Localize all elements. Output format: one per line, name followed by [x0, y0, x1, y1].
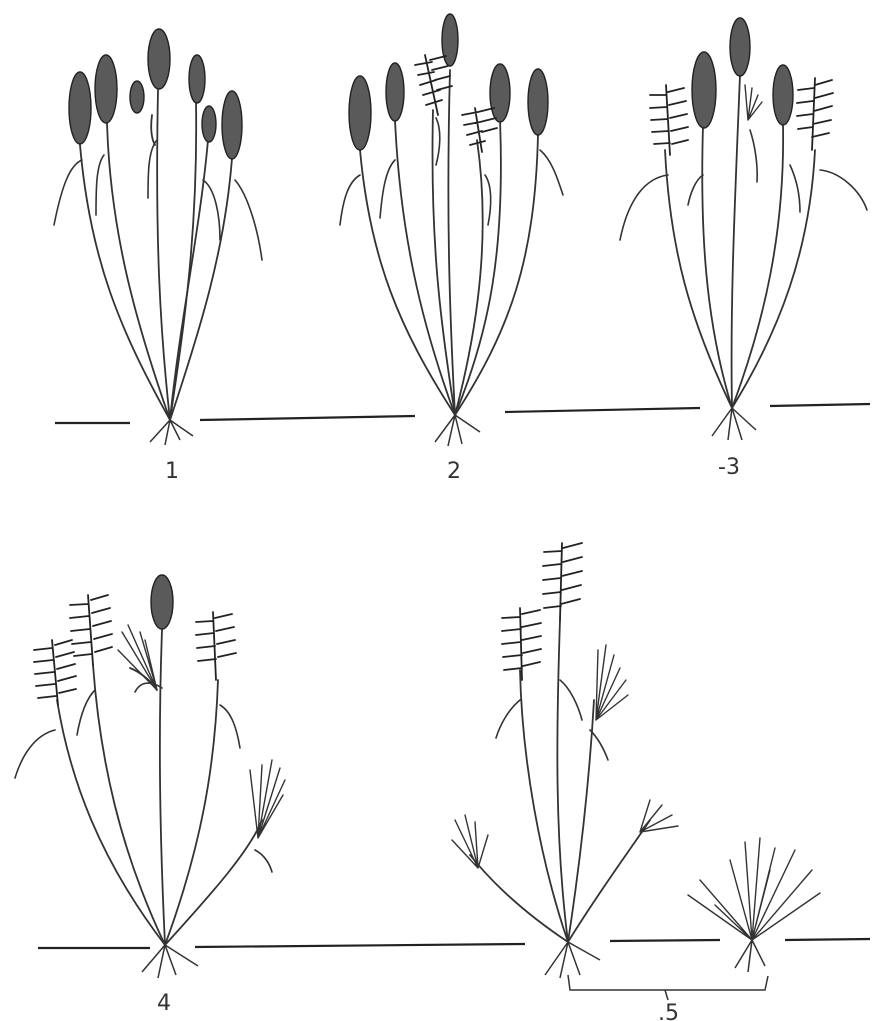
plant-4-roots — [142, 945, 198, 978]
plant-1-roots — [150, 420, 193, 445]
plant-5-bristly-spikes — [502, 543, 582, 680]
label-plant-4: 4 — [157, 991, 171, 1016]
plant-3-stems — [665, 75, 815, 408]
plant-5-roots — [545, 942, 600, 978]
plant-5-tufts — [452, 645, 678, 868]
plant-3-spikes — [692, 18, 793, 128]
plant-4: 4 — [15, 575, 285, 1016]
plant-4-spikes — [151, 575, 173, 629]
plant-2-roots — [435, 415, 480, 446]
label-plant-1: 1 — [165, 459, 179, 484]
plant-5-seedling-tuft — [688, 838, 820, 972]
label-plant-3: -3 — [718, 455, 740, 480]
plant-3-roots — [712, 408, 756, 440]
plant-4-tufts — [118, 625, 285, 838]
plant-5-stems — [470, 620, 650, 942]
plant-4-leaves — [15, 683, 272, 872]
label-plant-2: 2 — [447, 459, 461, 484]
label-plant-5: .5 — [658, 1001, 679, 1021]
plant-2: 2 — [340, 14, 563, 484]
plant-1-spikes — [69, 29, 242, 159]
plant-5: .5 — [452, 543, 820, 1021]
plant-4-bristly-spikes — [34, 595, 236, 705]
plant-3: -3 — [620, 18, 867, 480]
plant-2-leaves — [340, 118, 563, 225]
plant-3-tuft — [745, 85, 762, 120]
plant-2-bristly-spikes — [415, 55, 497, 152]
plant-3-bristly-spikes — [650, 78, 833, 155]
plant-1: 1 — [54, 29, 262, 484]
plant-2-stems — [360, 70, 538, 415]
plant-5-bracket — [568, 975, 768, 1000]
plant-3-leaves — [620, 130, 867, 240]
plant-4-stems — [57, 630, 262, 945]
